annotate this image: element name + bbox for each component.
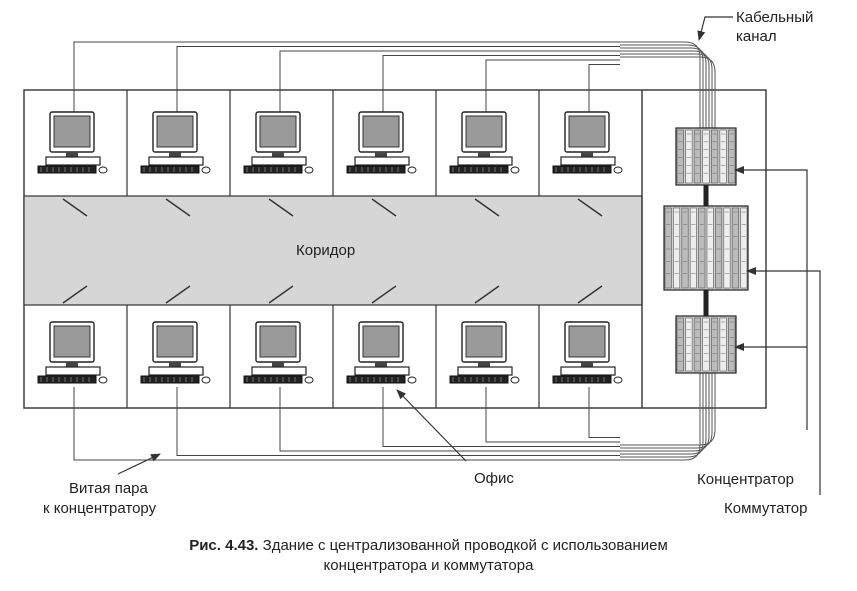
computer-icon (552, 321, 623, 384)
hub-label: Концентратор (697, 471, 794, 488)
computer-icon (346, 111, 417, 174)
computer-icon (449, 321, 520, 384)
cable-channel-bundle-top (620, 44, 704, 128)
hub-device-icon (675, 127, 737, 186)
door (268, 285, 294, 304)
cable-top (588, 64, 620, 112)
door (268, 198, 294, 217)
cable-bottom (588, 387, 620, 438)
door (371, 198, 397, 217)
cable-bottom (279, 387, 620, 452)
figure-number: Рис. 4.43. (189, 537, 259, 554)
door (371, 285, 397, 304)
computer-icon (140, 111, 211, 174)
computer-icon (243, 321, 314, 384)
twisted-pair-label-1: Витая пара (69, 480, 149, 497)
switch-label: Коммутатор (724, 500, 807, 517)
hub-device-icon (675, 315, 737, 374)
cable-channel-bundle-bottom (620, 372, 716, 446)
cable-bottom (382, 387, 620, 447)
doors (62, 198, 603, 304)
figure-caption: Рис. 4.43. Здание с централизованной про… (60, 536, 797, 576)
office-walls (126, 90, 540, 408)
switch-device-icon (663, 205, 749, 291)
label-arrows (117, 16, 821, 495)
cable-top (176, 46, 620, 112)
door (577, 198, 603, 217)
cable-top (279, 50, 620, 112)
cable-bottom (176, 387, 620, 456)
twisted-pair-label-2: к концентратору (43, 500, 157, 517)
cable-channel-bundle-top (620, 47, 707, 128)
caption-line-1: Здание с централизованной проводкой с ис… (262, 537, 668, 554)
door (62, 285, 88, 304)
office-label: Офис (474, 470, 514, 487)
computer-icon (243, 111, 314, 174)
cable-channel-bundle-bottom (620, 372, 710, 452)
computers (37, 111, 623, 384)
corridor (23, 195, 643, 306)
cable-channel-bundle-bottom (620, 372, 713, 449)
cable-channel-bundle-top (620, 50, 710, 128)
cable-bottom (73, 387, 620, 461)
cables (73, 41, 716, 461)
door (62, 198, 88, 217)
cable-top (485, 59, 620, 112)
corridor-label: Коридор (296, 242, 355, 259)
cable-bottom (485, 387, 620, 443)
computer-icon (449, 111, 520, 174)
door (165, 285, 191, 304)
cable-channel-bundle-bottom (620, 372, 704, 458)
cable-top (73, 41, 620, 112)
computer-icon (37, 111, 108, 174)
door (474, 285, 500, 304)
cable-channel-label-1: Кабельный (736, 9, 813, 26)
computer-icon (552, 111, 623, 174)
building-wiring-diagram: Кабельный канал Коридор Офис Витая пара … (23, 9, 821, 517)
equipment-rack (663, 127, 749, 374)
computer-icon (346, 321, 417, 384)
cable-channel-bundle-bottom (620, 372, 707, 455)
door (165, 198, 191, 217)
caption-line-2: концентратора и коммутатора (323, 557, 534, 574)
cable-channel-label-2: канал (736, 28, 777, 45)
cable-top (382, 55, 620, 112)
door (474, 198, 500, 217)
cable-channel-bundle-top (620, 53, 713, 128)
computer-icon (140, 321, 211, 384)
door (577, 285, 603, 304)
cable-channel-bundle-top (620, 56, 716, 128)
computer-icon (37, 321, 108, 384)
